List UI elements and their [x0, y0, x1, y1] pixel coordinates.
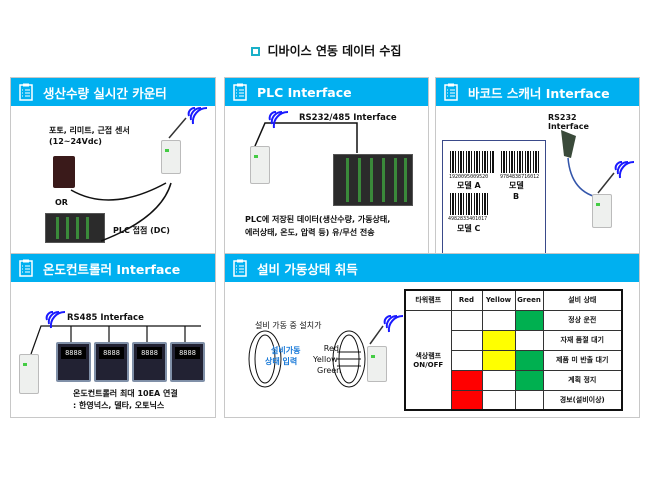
panel-header: PLC Interface [225, 78, 428, 106]
photo-sensor-image [53, 156, 75, 188]
lamp-cell [450, 369, 483, 391]
rs485-bus [30, 310, 201, 355]
state-cell: 제품 미 반출 대기 [542, 349, 623, 371]
wiring-lines [254, 110, 358, 153]
table-header-row: 타워램프 Red Yellow Green 설비 상태 [404, 289, 623, 311]
lamp-cell [514, 309, 544, 331]
interface-label: Interface [548, 122, 589, 131]
lamp-red-label: Red [323, 344, 339, 353]
sensor-label: 포토, 리미트, 근접 센서 [49, 126, 130, 135]
wiring-lines [70, 106, 208, 242]
plc-image [45, 213, 105, 243]
rs232-label: RS232 [548, 113, 577, 122]
lamp-cell [450, 309, 483, 331]
state-cell: 계획 정지 [542, 369, 623, 391]
lamp-yellow-label: Yellow [313, 355, 338, 364]
table-row: 경보(설비이상) [405, 389, 623, 411]
panel-header: 바코드 스캐너 Interface [436, 78, 639, 106]
lamp-cell [514, 369, 544, 391]
lamp-cell [481, 389, 516, 411]
plc-desc-line2: 에러상태, 온도, 압력 등) 유/무선 전송 [245, 228, 375, 237]
interface-label: RS485 Interface [67, 313, 144, 323]
table-row: 제품 미 반출 대기 [405, 349, 623, 371]
status-input-label1: 설비가동 [271, 346, 301, 355]
panel-counter: 생산수량 실시간 카운터 포토, 리미트, 근접 센서 (12~24Vdc) O… [10, 77, 216, 265]
iot-module-image [161, 140, 181, 174]
clipboard-icon [19, 83, 33, 101]
or-label: OR [55, 198, 68, 207]
table-row: 자재 품절 대기 [405, 329, 623, 351]
lamp-cell [450, 389, 483, 411]
wifi-icon [45, 310, 66, 329]
panel-plc: PLC Interface RS232/485 Interface PLC에 저… [224, 77, 429, 265]
clipboard-icon [233, 259, 247, 277]
clipboard-icon [444, 83, 458, 101]
lamp-cell [514, 329, 544, 351]
lamp-cell [514, 389, 544, 411]
interface-label: RS232/485 Interface [299, 113, 397, 123]
temp-controller-image: 8888 [170, 342, 205, 382]
temp-desc-line2: : 한영넉스, 델타, 오토닉스 [73, 401, 165, 410]
temp-controller-image: 8888 [132, 342, 167, 382]
iot-module-image [367, 346, 387, 382]
wifi-icon [268, 110, 289, 129]
wifi-icon [614, 160, 635, 179]
wifi-icon [383, 314, 404, 333]
panel-temp: 온도컨트롤러 Interface RS485 Interface 8888 88… [10, 253, 216, 418]
install-label: 설비 가동 중 설치가 [255, 321, 322, 330]
temp-controller-image: 8888 [56, 342, 91, 382]
clipboard-icon [233, 83, 247, 101]
square-bullet-icon [250, 47, 260, 56]
barcode-image [450, 151, 494, 173]
plc-desc-line1: PLC에 저장된 데이터(생산수량, 가동상태, [245, 215, 391, 224]
page-title: 디바이스 연동 데이터 수집 [0, 42, 652, 59]
panel-barcode: 바코드 스캐너 Interface RS232 Interface 192009… [435, 77, 640, 265]
iot-module-image [592, 194, 612, 228]
barcode-image [450, 193, 490, 215]
barcode-image [501, 151, 541, 173]
panel-header: 생산수량 실시간 카운터 [11, 78, 215, 106]
iot-module-image [19, 354, 39, 394]
lamp-cell [450, 329, 483, 351]
iot-module-image [250, 146, 270, 184]
lamp-green-label: Green [317, 366, 342, 375]
lamp-cell [481, 369, 516, 391]
state-cell: 경보(설비이상) [542, 389, 623, 411]
plc-contact-label: PLC 접점 (DC) [113, 226, 170, 235]
lamp-cell [481, 349, 516, 371]
barcode-scanner-image [561, 130, 576, 158]
lamp-cell [450, 349, 483, 371]
lamp-cell [481, 329, 516, 351]
plc-image [333, 154, 413, 206]
voltage-label: (12~24Vdc) [49, 137, 102, 146]
scanner-and-cable [561, 130, 635, 199]
tower-lamp-coils [248, 314, 404, 388]
lamp-cell [514, 349, 544, 371]
temp-controller-image: 8888 [94, 342, 129, 382]
barcode-card: 1920095009520 모델 A 9784838716012 모델 B 49… [442, 140, 546, 264]
state-cell: 자재 품절 대기 [542, 329, 623, 351]
clipboard-icon [19, 259, 33, 277]
lamp-cell [481, 309, 516, 331]
panel-header: 온도컨트롤러 Interface [11, 254, 215, 282]
temp-desc-line1: 온도컨트롤러 최대 10EA 연결 [73, 389, 178, 398]
wifi-icon [187, 106, 208, 125]
panel-header: 설비 가동상태 취득 [225, 254, 639, 282]
state-cell: 정상 운전 [542, 309, 623, 331]
status-input-label2: 상태 입력 [265, 357, 298, 366]
